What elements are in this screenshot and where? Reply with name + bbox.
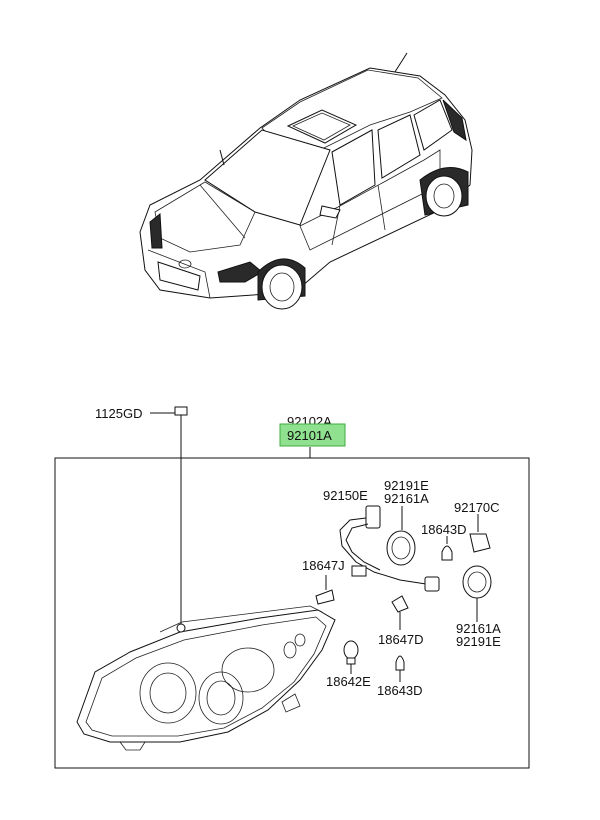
label-cap-lower-a: 92161A — [456, 621, 501, 636]
parts-frame — [54, 457, 530, 769]
label-bulb-upper-right: 18643D — [421, 522, 467, 537]
label-cap-upper-a: 92191E — [384, 478, 429, 493]
label-cap-lower-b: 92191E — [456, 634, 501, 649]
cap-lower — [462, 565, 492, 622]
bulb-18647d — [391, 595, 409, 630]
label-bulb-center-d: 18647D — [378, 632, 424, 647]
label-bolt: 1125GD — [95, 406, 142, 421]
label-socket-upper: 92170C — [454, 500, 500, 515]
car-illustration — [139, 52, 473, 310]
bulb-18642e — [343, 640, 359, 674]
label-bulb-lower-d: 18643D — [377, 683, 423, 698]
socket-92170c — [469, 514, 491, 553]
headlamp-housing — [76, 605, 336, 751]
label-bulb-left-j: 18647J — [302, 558, 345, 573]
label-harness: 92150E — [323, 488, 368, 503]
bulb-18647j — [315, 575, 335, 605]
bulb-18643d-lower — [395, 655, 405, 682]
harness-92150e — [339, 505, 440, 592]
label-assembly-lh[interactable]: 92101A — [287, 428, 332, 443]
bolt-1125gd — [150, 406, 188, 626]
highlight-box[interactable] — [279, 423, 346, 447]
bulb-18643d-upper — [441, 536, 453, 561]
label-cap-upper-b: 92161A — [384, 491, 429, 506]
cap-upper — [386, 506, 416, 566]
label-bulb-lower-e: 18642E — [326, 674, 371, 689]
